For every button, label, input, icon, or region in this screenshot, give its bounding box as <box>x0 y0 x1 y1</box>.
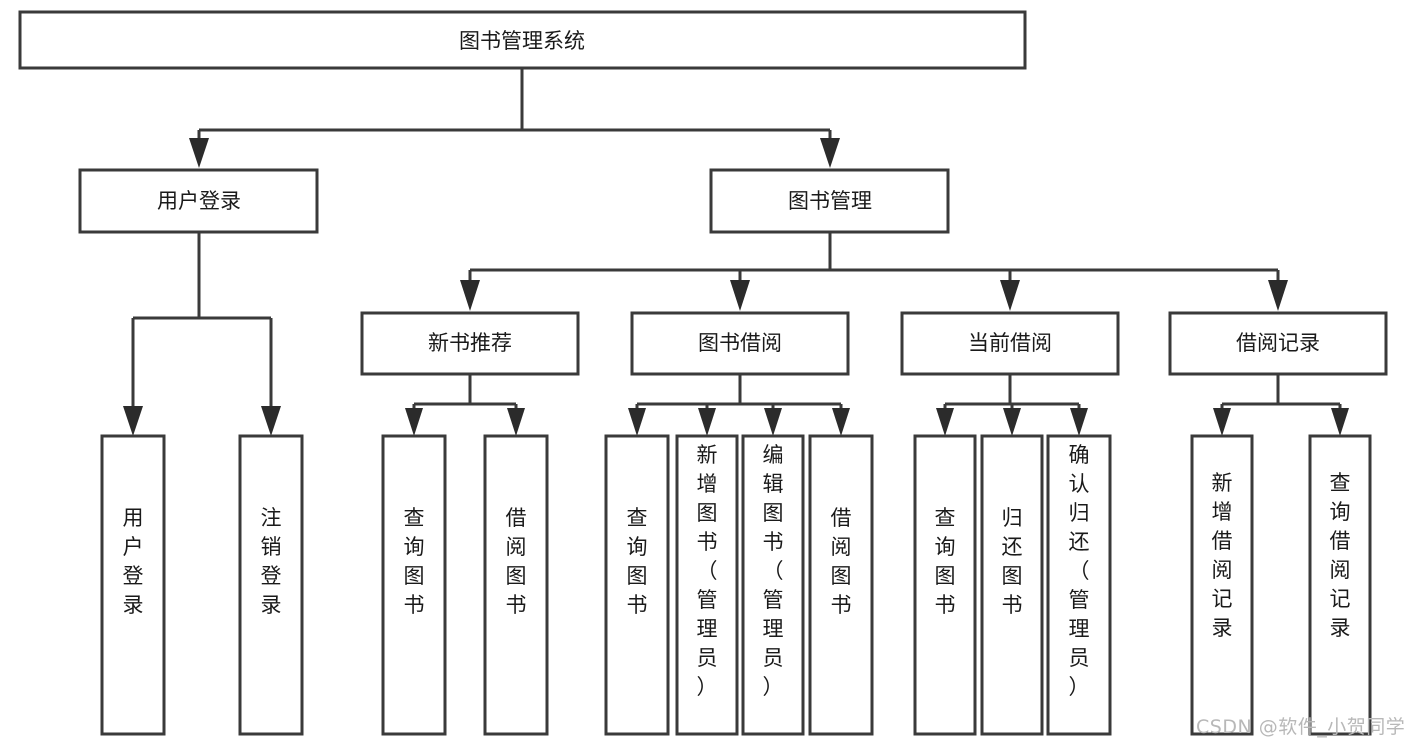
node-leaf-query-book-3-label: 查询图书 <box>935 506 956 617</box>
node-root-box[interactable] <box>18 10 1027 70</box>
node-borrow-record[interactable]: 借阅记录 <box>1168 311 1388 376</box>
node-leaf-return-book-label: 归还图书 <box>1002 506 1023 617</box>
arrow-to-current-borrow <box>1000 280 1020 311</box>
node-leaf-query-book-3[interactable]: 查询图书 <box>913 434 977 736</box>
node-book-borrow-box[interactable] <box>630 311 850 376</box>
node-leaf-return-book-box[interactable] <box>980 434 1044 736</box>
arrow-to-leaf-query-book-2 <box>628 408 646 436</box>
node-leaf-confirm-return-box[interactable] <box>1046 434 1112 736</box>
csdn-watermark: CSDN @软件_小贺同学 <box>1196 716 1405 738</box>
arrow-to-leaf-user-login <box>123 406 143 436</box>
node-leaf-user-login-label: 用户登录 <box>123 506 144 617</box>
connector-group-user-login <box>123 232 281 436</box>
node-leaf-add-book-label: 新增图书（管理员） <box>697 443 718 699</box>
node-leaf-borrow-book-1[interactable]: 借阅图书 <box>483 434 549 736</box>
node-current-borrow-box[interactable] <box>900 311 1120 376</box>
connector-group-new-book-recommend <box>405 374 525 436</box>
node-leaf-query-record-box[interactable] <box>1308 434 1372 736</box>
arrow-to-leaf-logout-login <box>261 406 281 436</box>
node-leaf-add-book-box[interactable] <box>675 434 739 736</box>
node-leaf-user-login[interactable]: 用户登录 <box>100 434 166 736</box>
arrow-to-leaf-borrow-book-1 <box>507 408 525 436</box>
arrow-to-book-borrow <box>730 280 750 311</box>
node-leaf-query-book-1-label: 查询图书 <box>404 506 425 617</box>
node-new-book-recommend[interactable]: 新书推荐 <box>360 311 580 376</box>
node-leaf-add-record-label: 新增借阅记录 <box>1212 471 1233 640</box>
node-leaf-query-book-1-box[interactable] <box>381 434 447 736</box>
node-leaf-borrow-book-1-box[interactable] <box>483 434 549 736</box>
node-leaf-query-book-2-box[interactable] <box>604 434 670 736</box>
connector-group-book-management <box>460 232 1288 311</box>
node-leaf-add-record[interactable]: 新增借阅记录 <box>1190 434 1254 736</box>
arrow-root-to-book-management <box>820 138 840 168</box>
node-leaf-edit-book-label: 编辑图书（管理员） <box>763 443 784 699</box>
node-leaf-borrow-book-2[interactable]: 借阅图书 <box>808 434 874 736</box>
node-new-book-recommend-box[interactable] <box>360 311 580 376</box>
node-leaf-edit-book-box[interactable] <box>741 434 805 736</box>
node-leaf-query-book-3-box[interactable] <box>913 434 977 736</box>
arrow-to-borrow-record <box>1268 280 1288 311</box>
arrow-to-leaf-query-record <box>1331 408 1349 436</box>
arrow-to-leaf-confirm-return <box>1070 408 1088 436</box>
node-leaf-logout-login-box[interactable] <box>238 434 304 736</box>
node-leaf-query-record-label: 查询借阅记录 <box>1330 471 1351 640</box>
node-leaf-query-record[interactable]: 查询借阅记录 <box>1308 434 1372 736</box>
node-user-login[interactable]: 用户登录 <box>78 168 319 234</box>
connector-group-book-borrow <box>628 374 850 436</box>
node-leaf-user-login-box[interactable] <box>100 434 166 736</box>
node-leaf-query-book-2[interactable]: 查询图书 <box>604 434 670 736</box>
node-book-management-label: 图书管理 <box>788 189 872 213</box>
node-leaf-borrow-book-1-label: 借阅图书 <box>506 506 527 617</box>
node-leaf-add-book[interactable]: 新增图书（管理员） <box>675 434 739 736</box>
node-leaf-logout-login[interactable]: 注销登录 <box>238 434 304 736</box>
arrow-to-new-book-recommend <box>460 280 480 311</box>
node-root-label: 图书管理系统 <box>459 29 585 53</box>
arrow-to-leaf-return-book <box>1003 408 1021 436</box>
node-book-borrow-label: 图书借阅 <box>698 331 782 355</box>
arrow-to-leaf-query-book-1 <box>405 408 423 436</box>
arrow-to-leaf-query-book-3 <box>936 408 954 436</box>
arrow-to-leaf-borrow-book-2 <box>832 408 850 436</box>
node-leaf-logout-login-label: 注销登录 <box>261 506 282 617</box>
node-leaf-return-book[interactable]: 归还图书 <box>980 434 1044 736</box>
node-user-login-box[interactable] <box>78 168 319 234</box>
node-user-login-label: 用户登录 <box>157 189 241 213</box>
node-current-borrow-label: 当前借阅 <box>968 331 1052 355</box>
node-leaf-confirm-return-label: 确认归还（管理员） <box>1069 443 1090 699</box>
arrow-root-to-user-login <box>189 138 209 168</box>
node-leaf-borrow-book-2-label: 借阅图书 <box>831 506 852 617</box>
node-book-borrow[interactable]: 图书借阅 <box>630 311 850 376</box>
node-leaf-query-book-1[interactable]: 查询图书 <box>381 434 447 736</box>
node-leaf-borrow-book-2-box[interactable] <box>808 434 874 736</box>
arrow-to-leaf-edit-book <box>764 408 782 436</box>
arrow-to-leaf-add-record <box>1213 408 1231 436</box>
connector-group-root <box>189 68 840 168</box>
node-root[interactable]: 图书管理系统 <box>18 10 1027 70</box>
node-leaf-add-record-box[interactable] <box>1190 434 1254 736</box>
node-borrow-record-box[interactable] <box>1168 311 1388 376</box>
node-leaf-confirm-return[interactable]: 确认归还（管理员） <box>1046 434 1112 736</box>
node-book-management-box[interactable] <box>709 168 950 234</box>
node-current-borrow[interactable]: 当前借阅 <box>900 311 1120 376</box>
node-new-book-recommend-label: 新书推荐 <box>428 331 512 355</box>
arrow-to-leaf-add-book <box>698 408 716 436</box>
connector-group-borrow-record <box>1213 374 1349 436</box>
node-leaf-query-book-2-label: 查询图书 <box>627 506 648 617</box>
connector-group-current-borrow <box>936 374 1088 436</box>
node-borrow-record-label: 借阅记录 <box>1236 331 1320 355</box>
node-book-management[interactable]: 图书管理 <box>709 168 950 234</box>
node-leaf-edit-book[interactable]: 编辑图书（管理员） <box>741 434 805 736</box>
